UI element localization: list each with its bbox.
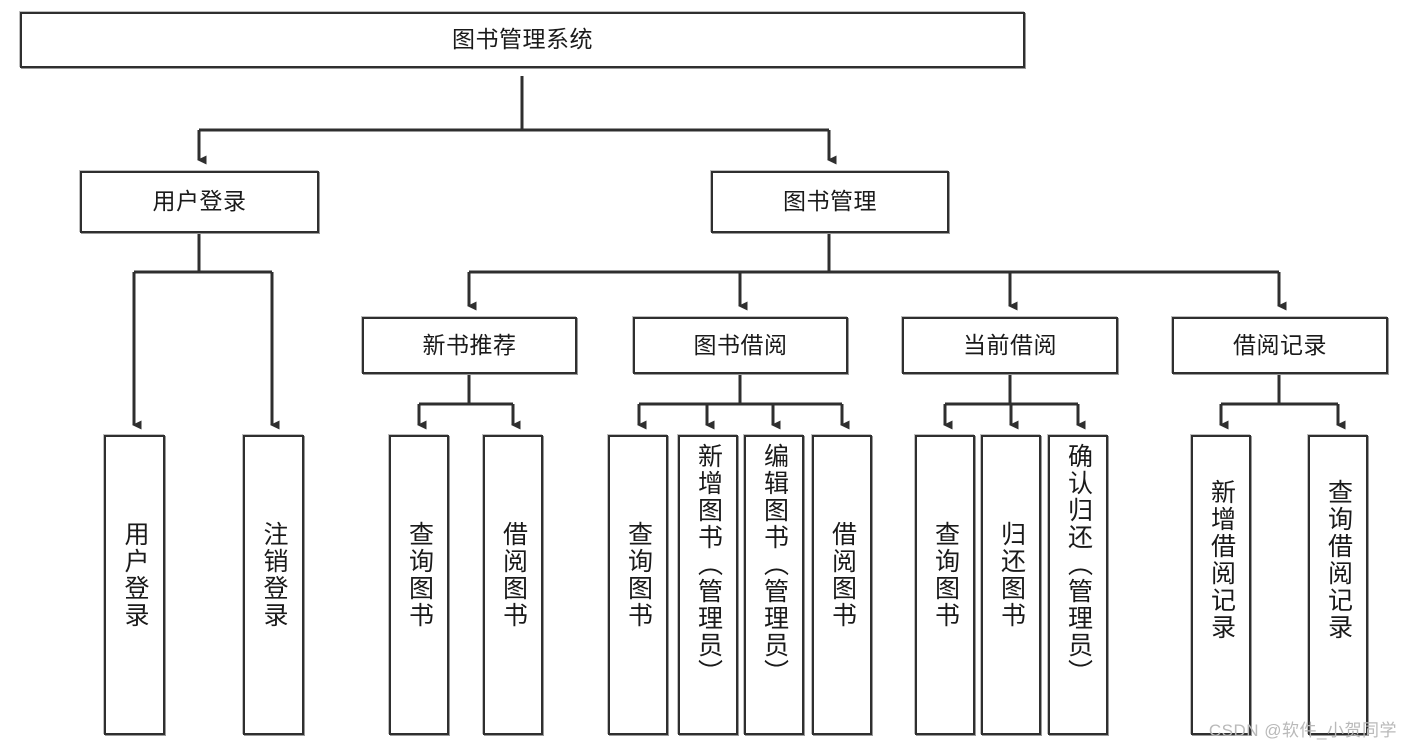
node-book-manage-label: 图书管理: [783, 188, 877, 215]
node-book-borrow-label: 图书借阅: [693, 331, 788, 358]
node-leaf-return-book[interactable]: 归还图书: [981, 435, 1041, 735]
node-book-manage[interactable]: 图书管理: [711, 171, 949, 233]
node-leaf-edit-book-label: 编辑图书（管理员）: [760, 443, 789, 686]
node-leaf-confirm-return-label: 确认归还（管理员）: [1064, 443, 1093, 686]
node-leaf-logout[interactable]: 注销登录: [243, 435, 304, 735]
node-leaf-user-login[interactable]: 用户登录: [104, 435, 165, 735]
node-borrow-record[interactable]: 借阅记录: [1172, 317, 1388, 374]
node-current-borrow[interactable]: 当前借阅: [902, 317, 1118, 374]
node-leaf-query-book-3[interactable]: 查询图书: [915, 435, 975, 735]
node-leaf-query-book-1[interactable]: 查询图书: [389, 435, 449, 735]
node-book-borrow[interactable]: 图书借阅: [633, 317, 848, 374]
node-leaf-logout-label: 注销登录: [260, 521, 288, 629]
node-leaf-borrow-book-1-label: 借阅图书: [499, 521, 528, 629]
node-user-login[interactable]: 用户登录: [80, 171, 319, 233]
node-new-book-recommend[interactable]: 新书推荐: [362, 317, 577, 374]
node-root[interactable]: 图书管理系统: [20, 12, 1025, 68]
node-current-borrow-label: 当前借阅: [963, 331, 1057, 358]
node-root-label: 图书管理系统: [452, 26, 593, 53]
node-leaf-add-book-label: 新增图书（管理员）: [694, 443, 723, 686]
node-leaf-borrow-book-2-label: 借阅图书: [828, 521, 857, 629]
node-leaf-query-book-1-label: 查询图书: [405, 521, 434, 629]
node-leaf-add-book[interactable]: 新增图书（管理员）: [678, 435, 738, 735]
node-leaf-query-record[interactable]: 查询借阅记录: [1308, 435, 1368, 735]
node-user-login-label: 用户登录: [152, 188, 247, 215]
node-leaf-query-book-2[interactable]: 查询图书: [608, 435, 668, 735]
node-leaf-confirm-return[interactable]: 确认归还（管理员）: [1048, 435, 1108, 735]
node-leaf-add-record-label: 新增借阅记录: [1207, 479, 1236, 641]
node-leaf-query-record-label: 查询借阅记录: [1324, 479, 1353, 641]
csdn-watermark: CSDN @软件_小贺同学: [1208, 721, 1397, 740]
node-leaf-query-book-3-label: 查询图书: [931, 521, 960, 629]
node-leaf-edit-book[interactable]: 编辑图书（管理员）: [744, 435, 804, 735]
node-leaf-return-book-label: 归还图书: [997, 521, 1026, 629]
node-leaf-query-book-2-label: 查询图书: [624, 521, 653, 629]
node-leaf-add-record[interactable]: 新增借阅记录: [1191, 435, 1251, 735]
node-leaf-borrow-book-1[interactable]: 借阅图书: [483, 435, 543, 735]
node-leaf-borrow-book-2[interactable]: 借阅图书: [812, 435, 872, 735]
node-borrow-record-label: 借阅记录: [1233, 331, 1327, 358]
node-new-book-recommend-label: 新书推荐: [422, 331, 517, 358]
node-leaf-user-login-label: 用户登录: [121, 521, 149, 629]
